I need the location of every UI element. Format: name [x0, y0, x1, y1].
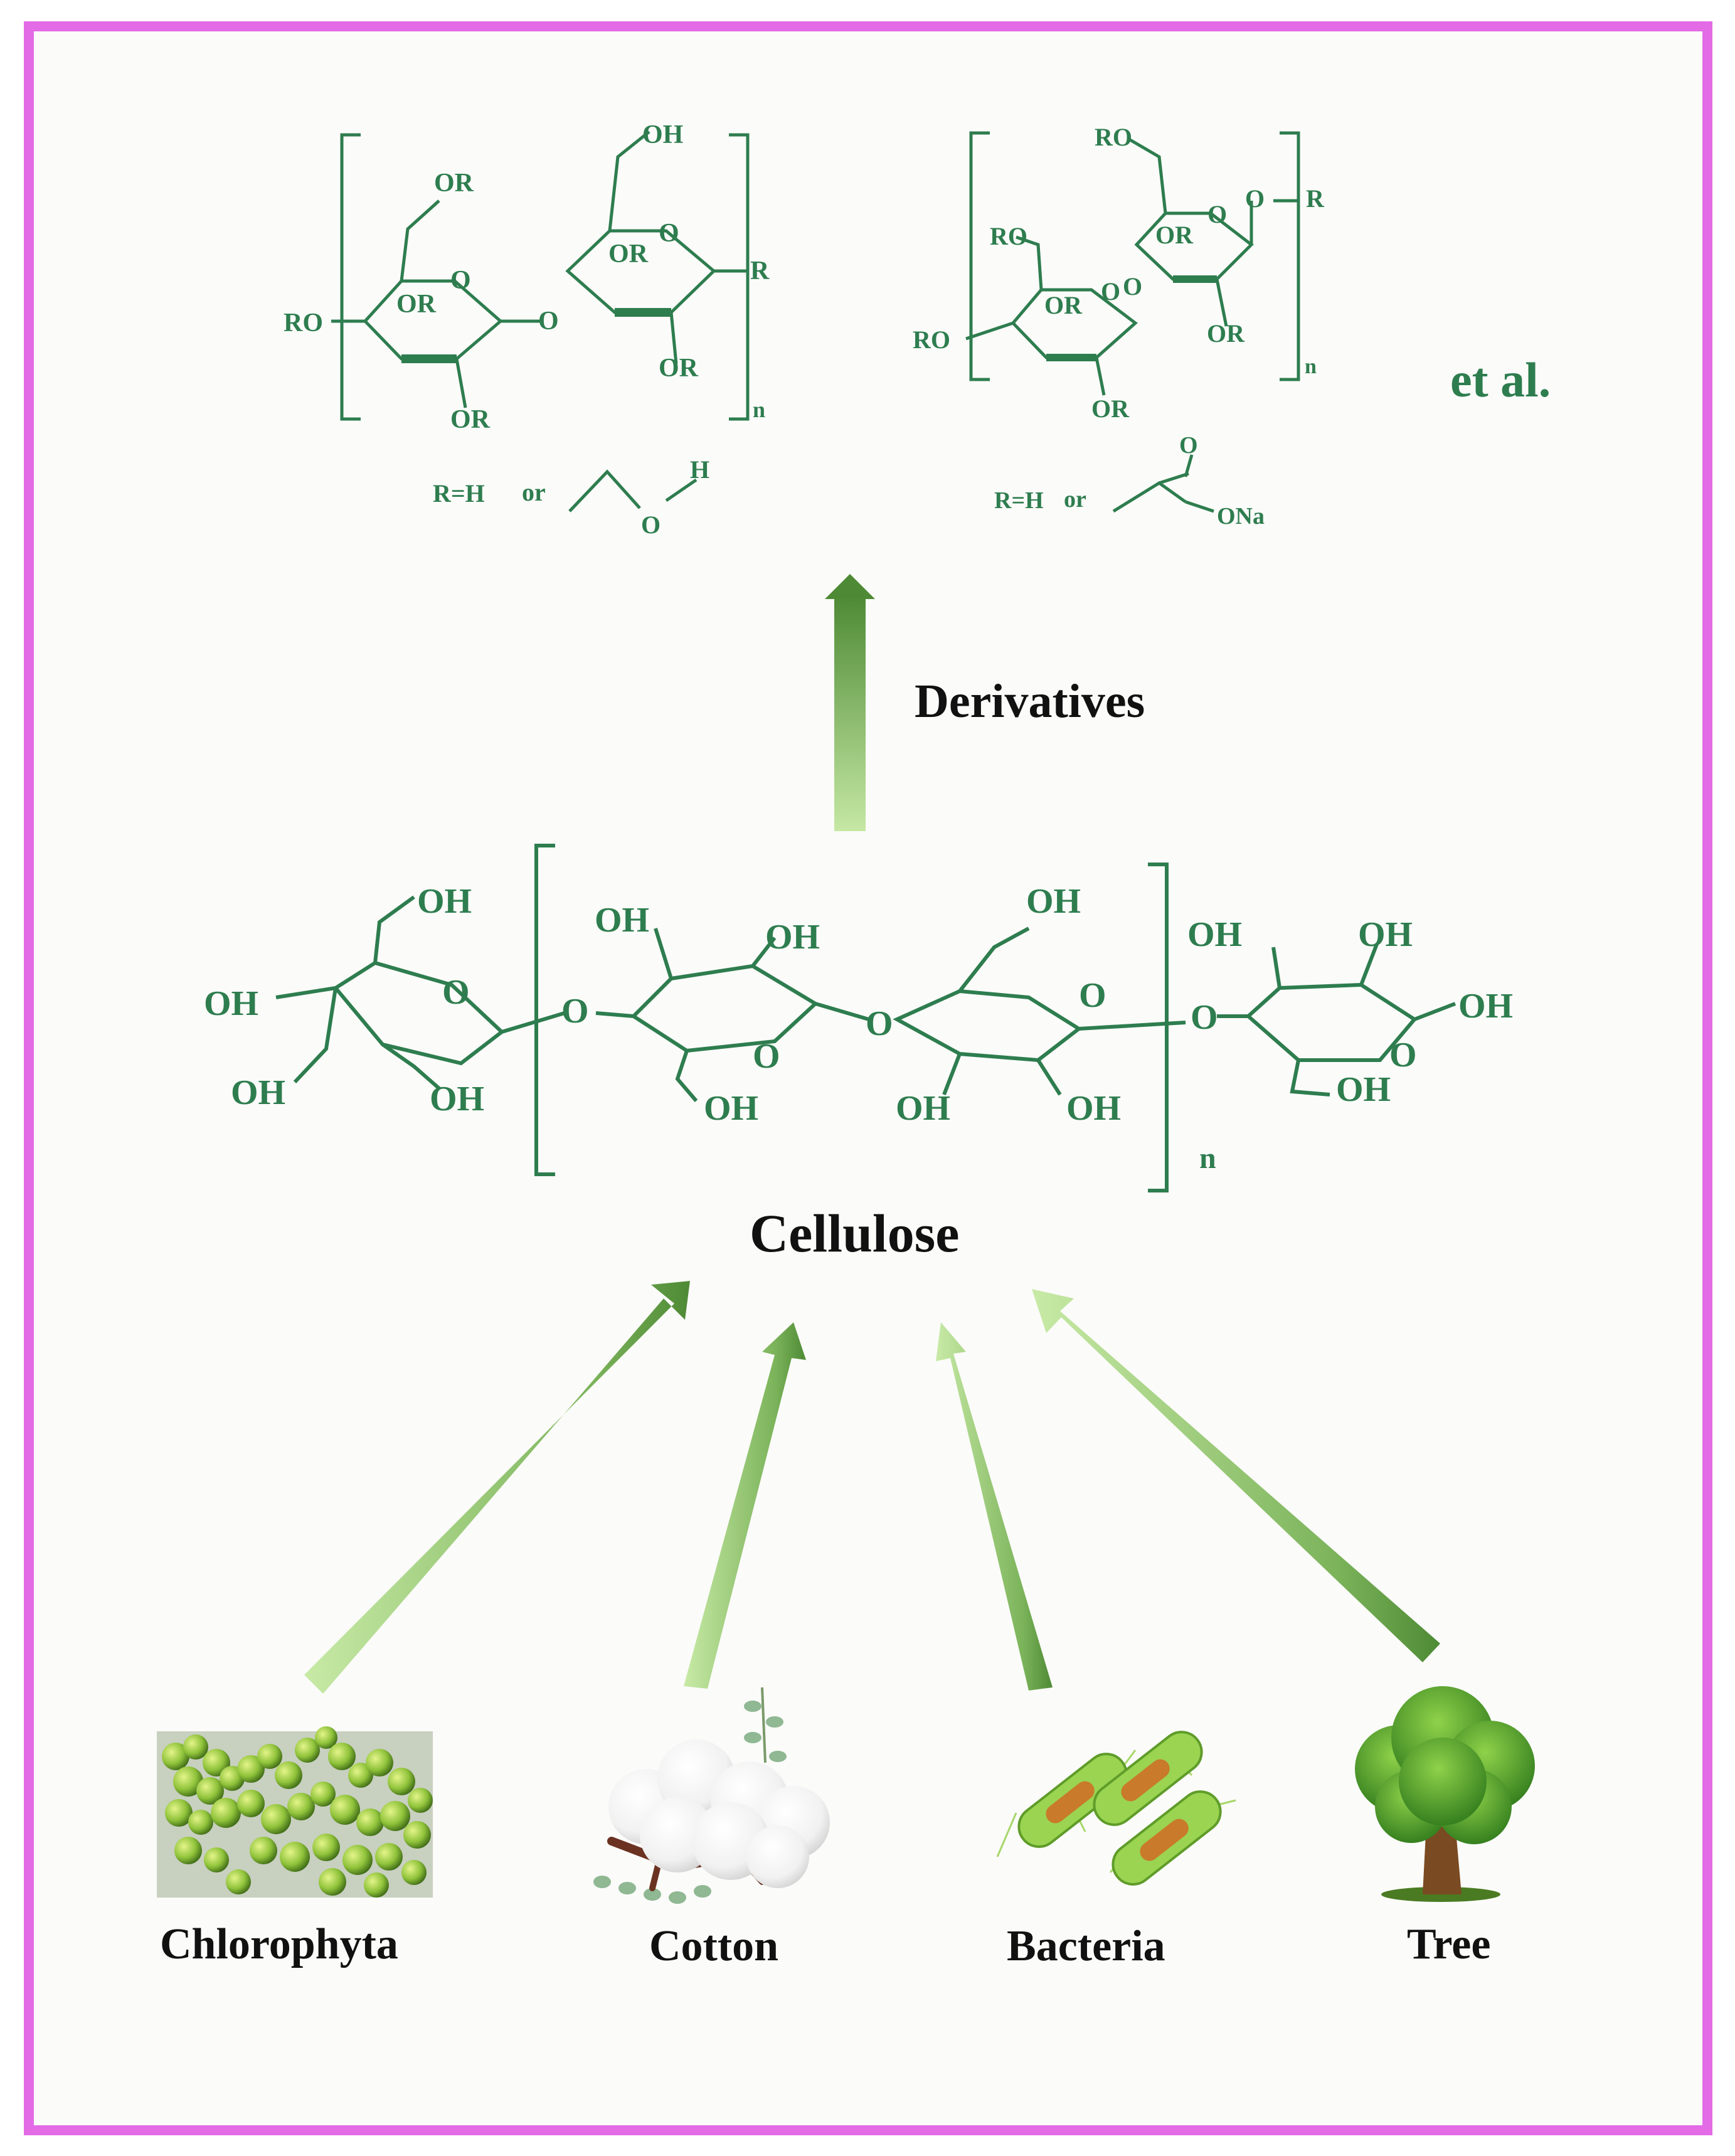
group: OR [1044, 291, 1083, 319]
et-al-label: et al. [1450, 353, 1551, 407]
group: RO [284, 309, 323, 337]
group: OH [231, 1073, 285, 1112]
group: OH [1026, 882, 1081, 921]
group: O [1079, 976, 1106, 1015]
group: OH [595, 901, 649, 940]
substituent-ona: ONa [1217, 503, 1265, 529]
source-arrow-cotton [684, 1322, 806, 1689]
cellulose-label: Cellulose [750, 1203, 959, 1263]
group: OH [1066, 1089, 1121, 1128]
green-algae-icon [157, 1726, 433, 1898]
group: OH [204, 984, 258, 1023]
substituent-o: O [641, 511, 661, 539]
derivative-left-structure [331, 130, 750, 512]
derivative-left-labels: OH OR OR O OR O R RO OR OR O n R=H or O … [284, 120, 770, 539]
group: OR [608, 240, 649, 268]
bacteria-icon [996, 1731, 1236, 1886]
label-n: n [753, 397, 765, 422]
group: OR [434, 169, 474, 198]
group: RO [913, 326, 950, 354]
source-label-tree: Tree [1407, 1920, 1490, 1968]
group: OH [704, 1089, 758, 1128]
group: OH [430, 1080, 484, 1118]
cellulose-labels: OH O OH OH OH O OH OH O OH O OH O OH OH … [204, 882, 1513, 1175]
group: O [1123, 272, 1142, 300]
group: O [1101, 277, 1120, 305]
group: OH [1336, 1070, 1391, 1109]
group: OH [896, 1089, 950, 1128]
derivative-right-labels: RO O O R RO OR O O OR OR RO OR n R=H or … [913, 123, 1325, 529]
group: O [753, 1037, 780, 1076]
label-n: n [1199, 1142, 1216, 1175]
source-arrow-chlorophyta [304, 1281, 690, 1694]
group: RO [990, 222, 1027, 250]
group: O [1207, 200, 1227, 228]
group: OR [450, 405, 491, 434]
source-label-bacteria: Bacteria [1007, 1922, 1165, 1970]
group: OR [396, 290, 437, 319]
substituent-o: O [1179, 432, 1198, 459]
group: OH [1358, 915, 1413, 954]
group: O [1389, 1036, 1417, 1075]
source-arrow-bacteria [936, 1322, 1053, 1691]
group: O [538, 307, 559, 336]
source-label-chlorophyta: Chlorophyta [160, 1920, 398, 1968]
bridge-oxygen: O [866, 1004, 893, 1043]
group: O [442, 973, 470, 1012]
group: O [450, 266, 471, 295]
r-definition: R=H [994, 487, 1044, 514]
derivative-right-structure [965, 131, 1300, 513]
derivatives-label: Derivatives [915, 675, 1145, 728]
group: R [1306, 184, 1325, 213]
group: OH [642, 120, 683, 149]
group: OR [659, 354, 699, 383]
source-arrow-tree [1032, 1289, 1440, 1662]
group: OH [417, 882, 472, 921]
or-text: or [522, 478, 546, 506]
label-n: n [1305, 355, 1317, 378]
r-definition: R=H [433, 479, 485, 507]
group: OH [765, 918, 820, 957]
or-text: or [1064, 486, 1086, 512]
substituent-h: H [690, 455, 709, 484]
group: OR [1155, 221, 1194, 249]
group: OR [1207, 319, 1245, 348]
group: OH [1187, 915, 1242, 954]
cotton-boll-icon [593, 1687, 830, 1904]
derivatives-arrow [825, 574, 875, 831]
tree-icon [1355, 1686, 1535, 1902]
group: OR [1091, 395, 1130, 423]
cellulose-structure [275, 844, 1456, 1192]
group: R [750, 257, 770, 285]
group: OH [1458, 987, 1513, 1026]
bridge-oxygen: O [561, 992, 589, 1031]
group: O [1245, 184, 1265, 213]
group: O [659, 219, 679, 248]
group: RO [1095, 123, 1132, 151]
bridge-oxygen: O [1191, 998, 1218, 1037]
source-label-cotton: Cotton [649, 1922, 778, 1970]
